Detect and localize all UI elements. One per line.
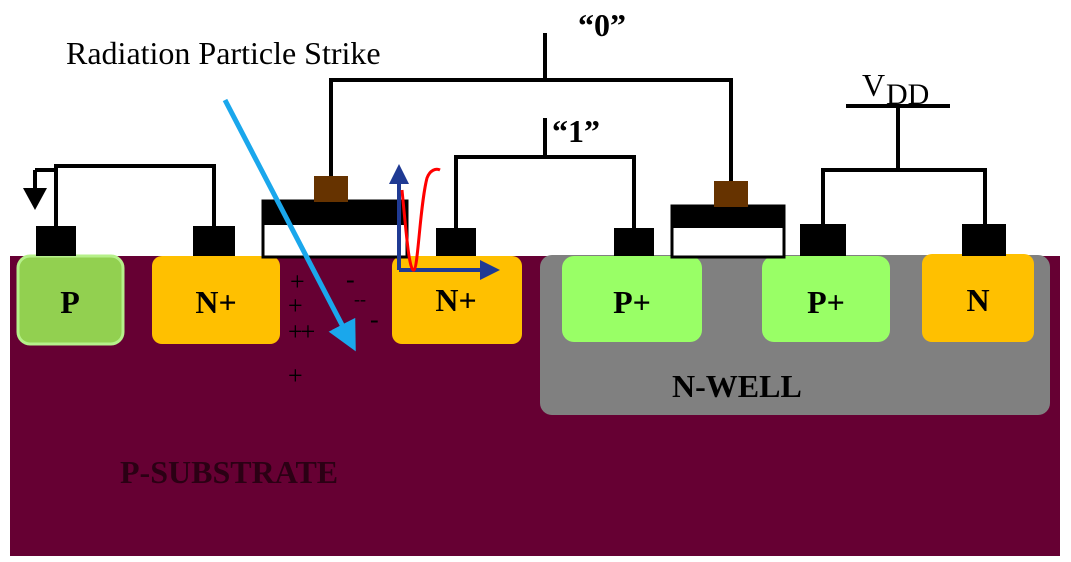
- negative-charge: -: [370, 305, 379, 334]
- node-0-wire: [329, 78, 733, 181]
- particle-strike-arrow: [222, 98, 356, 352]
- vdd-main: V: [862, 67, 885, 103]
- n-plus-left-region: [152, 256, 280, 344]
- contact-pad: [436, 228, 476, 256]
- gate-contact: [314, 176, 348, 202]
- p-plus-left-region: [562, 256, 702, 342]
- contact-pad: [800, 224, 846, 256]
- contact-pad: [36, 226, 76, 256]
- n-well-label: N-WELL: [672, 368, 802, 404]
- node-1-wire: [454, 155, 636, 228]
- contact-pad: [193, 226, 235, 256]
- ground-wire: [54, 164, 216, 226]
- generated-charges: + + ++ + - -- -: [288, 265, 379, 390]
- contact-pad: [962, 224, 1006, 256]
- negative-charge: --: [354, 289, 366, 309]
- gate-contact: [714, 181, 748, 207]
- p-plus-left-label: P+: [613, 284, 651, 320]
- node-1-label: “1”: [552, 113, 600, 149]
- node-0-label: “0”: [578, 7, 626, 43]
- transient-pulse: [400, 167, 441, 272]
- contact-pad: [614, 228, 654, 256]
- vdd-sub: DD: [886, 78, 929, 111]
- negative-charge: -: [346, 265, 355, 294]
- positive-charge: ++: [288, 317, 315, 346]
- nmos-gate: [261, 176, 409, 259]
- wiring: [33, 33, 987, 228]
- positive-charge: +: [288, 291, 303, 320]
- n-plus-right-label: N+: [435, 282, 476, 318]
- p-contact-label: P: [60, 284, 80, 320]
- vdd-wire: [821, 168, 987, 224]
- n-contact-label: N: [966, 282, 989, 318]
- p-plus-right-region: [762, 256, 890, 342]
- ground-arrow-icon: [23, 188, 47, 210]
- radiation-strike-label: Radiation Particle Strike: [66, 35, 381, 71]
- p-plus-right-label: P+: [807, 284, 845, 320]
- pmos-gate: [670, 181, 786, 259]
- p-substrate-label: P-SUBSTRATE: [120, 454, 338, 490]
- n-plus-left-label: N+: [195, 284, 236, 320]
- vdd-label: V DD: [862, 67, 929, 111]
- positive-charge: +: [290, 267, 305, 296]
- positive-charge: +: [288, 361, 303, 390]
- n-contact-region: [922, 254, 1034, 342]
